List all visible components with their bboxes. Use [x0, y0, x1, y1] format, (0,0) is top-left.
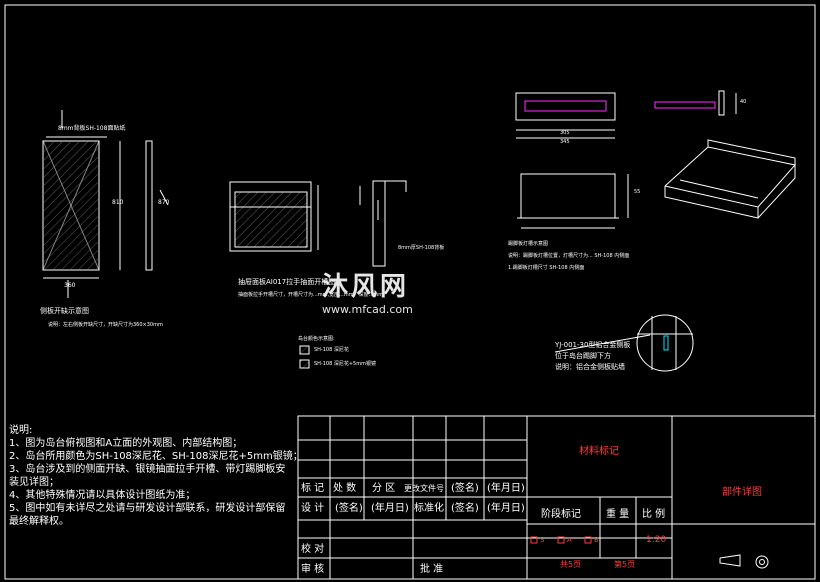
design-header-5: (签名) [451, 503, 479, 514]
drawer-front-view [229, 181, 319, 252]
mark-header-6: (年月日) [487, 483, 525, 494]
light-title: 踢脚板灯槽示意图 [508, 241, 549, 247]
light-note-1: 说明：踢脚板灯槽位置，灯槽尺寸为... SH-108 内侧面 [508, 253, 630, 259]
light-groove-view [517, 173, 629, 229]
drawer-isometric [664, 139, 796, 219]
drawer-note: 抽面板拉手开槽尺寸，开槽尺寸为...mm,宽度...mm，深度...mm [238, 292, 384, 298]
watermark-url: www.mfcad.com [322, 303, 413, 316]
notes-line: 2、岛台所用颜色为SH-108深尼花、SH-108深尼花+5mm银镜； [9, 451, 303, 462]
page-number: 第5页 [614, 560, 636, 569]
mark-header-3: 分 区 [372, 483, 396, 494]
yj-line-3: 说明：铝合金侧板贴墙 [555, 363, 625, 371]
dim-top-a: 305 [560, 130, 570, 136]
dim-right: 40 [740, 99, 747, 105]
design-header-6: (年月日) [487, 503, 525, 514]
design-header-2: (签名) [335, 503, 363, 514]
mark-header-4: 更改文件号 [404, 484, 444, 493]
notes-title: 说明: [9, 425, 33, 436]
yj-detail [554, 314, 694, 372]
design-header-3: (年月日) [371, 503, 409, 514]
notes-line: 5、图中如有未详尽之处请与研发设计部联系，研发设计部保留 [9, 503, 286, 514]
part-detail-label: 部件详图 [722, 487, 762, 498]
profile-label: 8mm厚SH-108背板 [398, 245, 445, 251]
side-title: 侧板开缺示意图 [40, 307, 89, 315]
legend-item-2: SH-108 深尼花+5mm银镜 [314, 361, 376, 367]
stage-b: B [594, 536, 599, 544]
scale-label: 比 例 [642, 509, 666, 520]
watermark-brand: 沐风网 [322, 272, 410, 302]
design-header-1: 设 计 [301, 503, 325, 514]
drawer-title: 抽屉面板AI017拉手抽面开槽图 [238, 278, 336, 286]
stage-mark-label: 阶段标记 [541, 509, 581, 520]
scale-value: 1:20 [646, 535, 667, 545]
light-note-2: 1.踢脚板灯槽尺寸 SH-108 内侧面 [508, 265, 585, 271]
mark-header-2: 处 数 [333, 483, 357, 494]
dim-side-bottom: 870 [158, 199, 170, 206]
notes-line: 装见详图； [9, 477, 59, 488]
top-plan-view [515, 90, 737, 139]
weight-label: 重 量 [606, 509, 630, 520]
notes-line: 4、其他特殊情况请以具体设计图纸为准； [9, 490, 196, 501]
notes-block: 说明: 1、图为岛台俯视图和A立面的外观图、内部结构图； 2、岛台所用颜色为SH… [9, 424, 303, 528]
notes-line: 最终解释权。 [9, 516, 69, 527]
check-label: 校 对 [301, 544, 325, 555]
color-legend [299, 345, 310, 369]
notes-line: 3、岛台涉及到的侧面开缺、银镜抽面拉手开槽、带灯踢脚板安 [9, 464, 286, 475]
yj-title: YJ-001-30型铝合金侧板 [555, 341, 631, 349]
notes-line: 1、图为岛台俯视图和A立面的外观图、内部结构图； [9, 438, 243, 449]
total-pages: 共5页 [560, 560, 582, 569]
watermark: 沐风网 www.mfcad.com [322, 266, 413, 316]
title-block-grid [297, 415, 816, 580]
legend-item-1: SH-108 深尼花 [314, 347, 349, 353]
material-label: 材料标记 [579, 446, 619, 457]
review-label: 审 核 [301, 564, 325, 575]
stage-s: S [540, 536, 545, 544]
approve-label: 批 准 [420, 564, 444, 575]
side-top-label: 8mm背板SH-108面贴纸 [58, 125, 126, 132]
legend-title: 岛台颜色示意图: [298, 336, 335, 342]
stage-a: A [567, 536, 572, 544]
dim-right-2: 55 [634, 189, 641, 195]
mark-header-1: 标 记 [301, 483, 325, 494]
side-note: 说明：左右侧板开缺尺寸，开缺尺寸为360×30mm [48, 322, 163, 328]
dim-side-width: 360 [64, 282, 76, 289]
dim-top-b: 345 [560, 139, 570, 145]
mark-header-5: (签名) [451, 483, 479, 494]
yj-line-2: 位于岛台踢脚下方 [555, 352, 611, 360]
design-header-4: 标准化 [414, 503, 444, 514]
dim-side-height: 810 [112, 199, 124, 206]
profile-section [359, 180, 407, 267]
